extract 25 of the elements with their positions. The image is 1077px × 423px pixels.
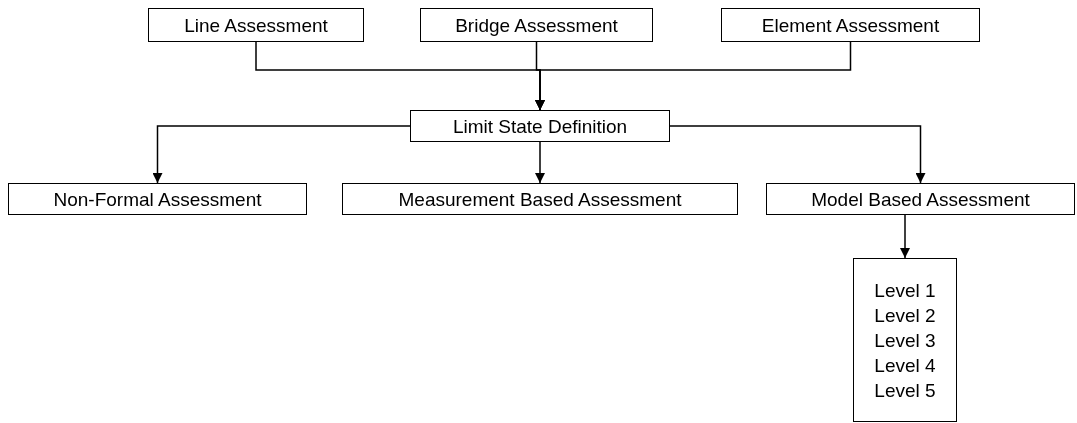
arrow: [900, 214, 910, 259]
arrow: [535, 41, 852, 111]
process-box: [410, 110, 670, 142]
list-item: Level 2: [874, 303, 936, 328]
box-label: Line Assessment: [184, 13, 328, 38]
box-label: Non-Formal Assessment: [53, 187, 262, 212]
arrow: [535, 141, 545, 184]
box-label: Measurement Based Assessment: [398, 187, 682, 212]
box-label: Limit State Definition: [452, 114, 628, 139]
process-box: [342, 183, 738, 215]
box-label: Model Based Assessment: [811, 187, 1030, 212]
process-box: [420, 8, 653, 42]
arrow: [152, 125, 411, 184]
arrow: [669, 125, 926, 184]
list-item: Level 1: [874, 278, 936, 303]
process-box: [766, 183, 1075, 215]
process-box: [148, 8, 364, 42]
list-box: [853, 258, 957, 422]
list-item: Level 3: [874, 328, 936, 353]
process-box: [721, 8, 980, 42]
box-label: Bridge Assessment: [455, 13, 618, 38]
box-label: Element Assessment: [761, 13, 940, 38]
list-item: Level 4: [874, 353, 936, 378]
process-box: [8, 183, 307, 215]
list-item: Level 5: [874, 378, 936, 403]
